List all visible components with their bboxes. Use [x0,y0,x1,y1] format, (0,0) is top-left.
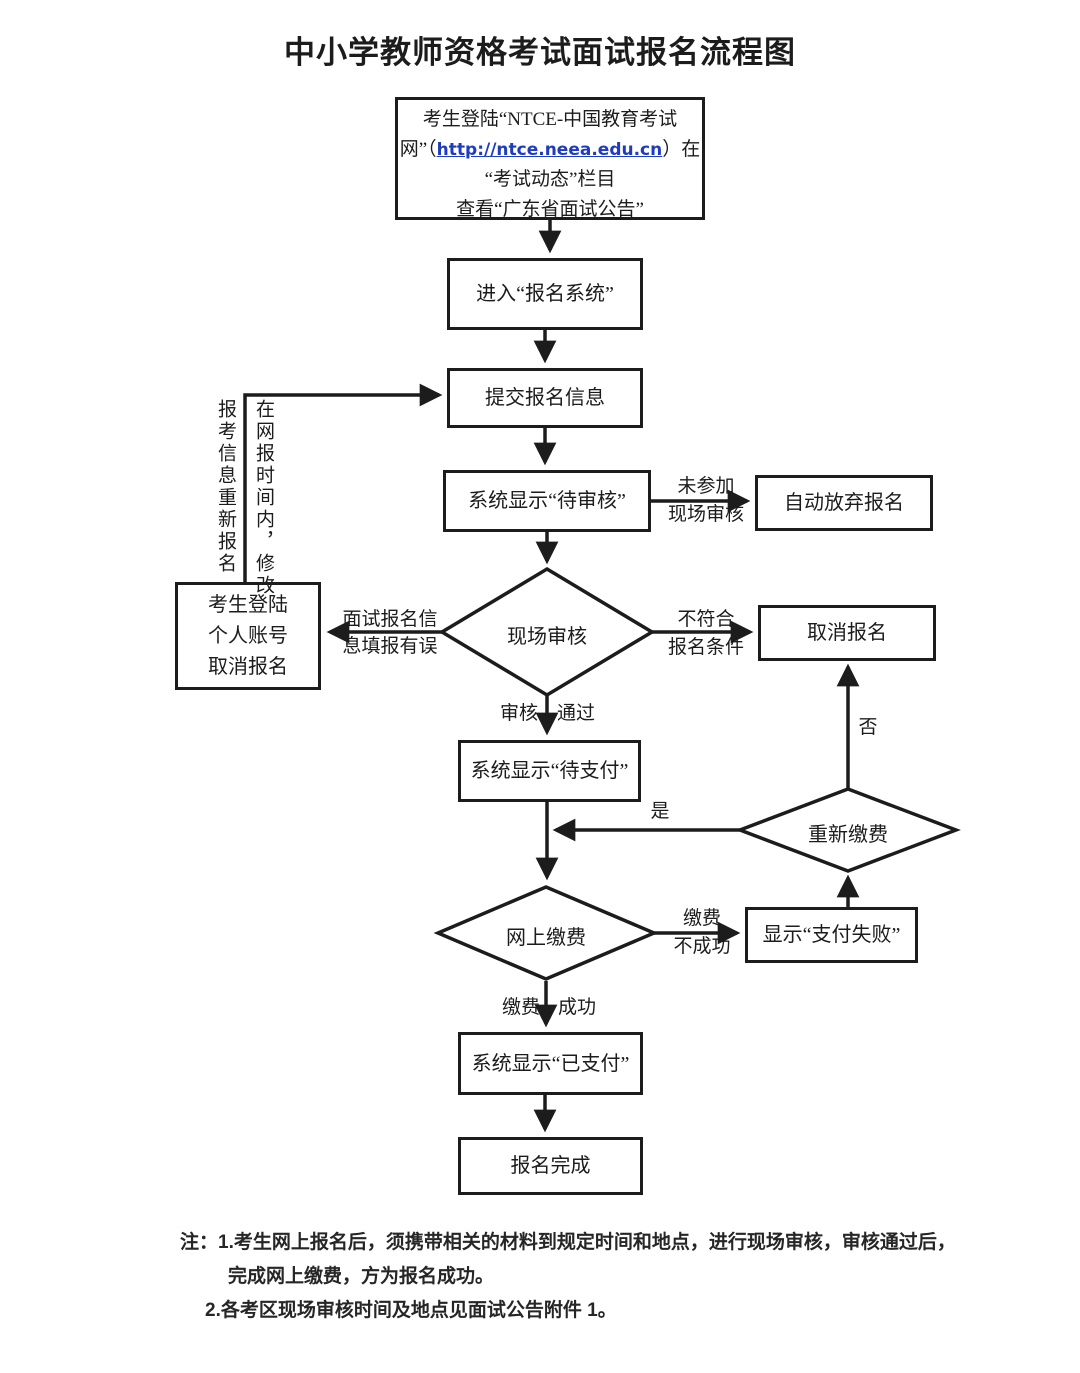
login-line4: 查看“广东省面试公告” [456,199,644,220]
ntce-link[interactable]: http://ntce.neea.edu.cn [436,140,663,160]
node-cancel-registration: 取消报名 [758,605,936,661]
edge-label-info-error: 面试报名信 息填报有误 [342,609,438,657]
edge-label-review-pass-right: 通过 [557,703,596,724]
node-enter-system: 进入“报名系统” [447,258,643,330]
edge-label-pay-success-right: 成功 [558,997,597,1018]
node-pending-review: 系统显示“待审核” [443,470,651,532]
login-line2-suffix: ）在 [662,139,701,160]
login-line3: “考试动态”栏目 [484,169,616,190]
login-line2-prefix: 网”（ [399,139,437,160]
node-submit-info: 提交报名信息 [447,368,643,428]
edge-label-pay-success-left: 缴费 [501,997,540,1018]
diamond-repay [735,787,961,873]
node-paid: 系统显示“已支付” [458,1032,643,1095]
diamond-online-payment [433,885,659,981]
edge-label-modify-left: 报考信息重新报名 [215,399,236,575]
edge-label-pay-fail: 缴费 不成功 [673,908,731,957]
edge-label-no: 否 [858,717,878,738]
node-auto-abandon: 自动放弃报名 [755,475,933,531]
node-payment-failed: 显示“支付失败” [745,907,918,963]
notes-line1: 注：1.考生网上报名后，须携带相关的材料到规定时间和地点，进行现场审核，审核通过… [180,1226,956,1260]
node-login-portal: 考生登陆“NTCE-中国教育考试 网”（http://ntce.neea.edu… [395,97,705,220]
page-title: 中小学教师资格考试面试报名流程图 [284,35,796,70]
edge-label-yes: 是 [650,801,670,822]
edge-label-not-qualified: 不符合 报名条件 [667,609,744,658]
diamond-onsite-review [438,566,656,698]
notes-prefix: 注： [180,1232,219,1253]
login-line1: 考生登陆“NTCE-中国教育考试 [422,109,678,130]
node-repay-label: 重新缴费 [808,824,888,846]
node-onsite-review-label: 现场审核 [507,626,587,648]
node-pending-payment: 系统显示“待支付” [458,740,641,802]
edge-label-modify-right: 在网报时间内，修改 [253,399,274,597]
notes-line1-text: 1.考生网上报名后，须携带相关的材料到规定时间和地点，进行现场审核，审核通过后， [218,1232,956,1253]
edge-label-not-attended: 未参加 现场审核 [667,476,744,525]
node-cancel-via-account: 考生登陆 个人账号 取消报名 [175,582,321,690]
notes-line2: 完成网上缴费，方为报名成功。 [228,1266,495,1287]
node-online-payment-label: 网上缴费 [506,927,586,949]
notes-line3: 2.各考区现场审核时间及地点见面试公告附件 1。 [205,1300,617,1321]
node-registration-complete: 报名完成 [458,1137,643,1195]
edge-label-review-pass-left: 审核 [499,703,538,724]
arrow-cancel-account-to-submit [243,383,443,582]
